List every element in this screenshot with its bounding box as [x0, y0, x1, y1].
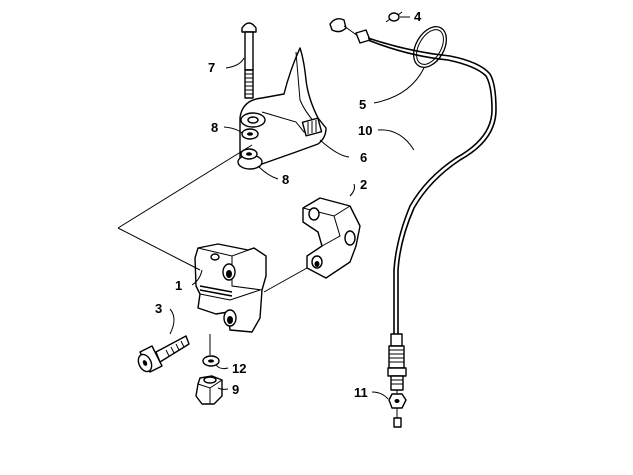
washer-12 — [202, 355, 220, 367]
callout-7: 7 — [208, 60, 215, 75]
washer-8-upper — [241, 128, 259, 140]
spring-clip-5 — [412, 26, 448, 68]
callout-3: 3 — [155, 301, 162, 316]
callout-10: 10 — [358, 123, 372, 138]
callout-5: 5 — [359, 97, 366, 112]
callout-9: 9 — [232, 382, 239, 397]
callout-2: 2 — [360, 177, 367, 192]
jam-nut-11 — [388, 393, 407, 409]
assembly-lines — [117, 144, 308, 355]
callout-4: 4 — [414, 9, 422, 24]
washer-8-lower — [240, 148, 258, 160]
callout-labels: 7 8 8 6 5 10 4 2 1 3 12 9 11 — [155, 9, 422, 400]
housing-1 — [194, 243, 267, 333]
callout-6: 6 — [360, 150, 367, 165]
callout-8-lower: 8 — [282, 172, 289, 187]
callout-11: 11 — [354, 385, 368, 400]
cap-screw-3 — [137, 335, 190, 373]
leader-lines — [169, 16, 425, 400]
bolt-7 — [241, 22, 257, 99]
callout-8-upper: 8 — [211, 120, 218, 135]
throttle-cable-10 — [329, 17, 497, 428]
lock-nut-9 — [195, 375, 223, 405]
clip-4 — [385, 11, 403, 23]
clamp-block-2 — [302, 197, 361, 279]
callout-1: 1 — [175, 278, 182, 293]
callout-12: 12 — [232, 361, 246, 376]
